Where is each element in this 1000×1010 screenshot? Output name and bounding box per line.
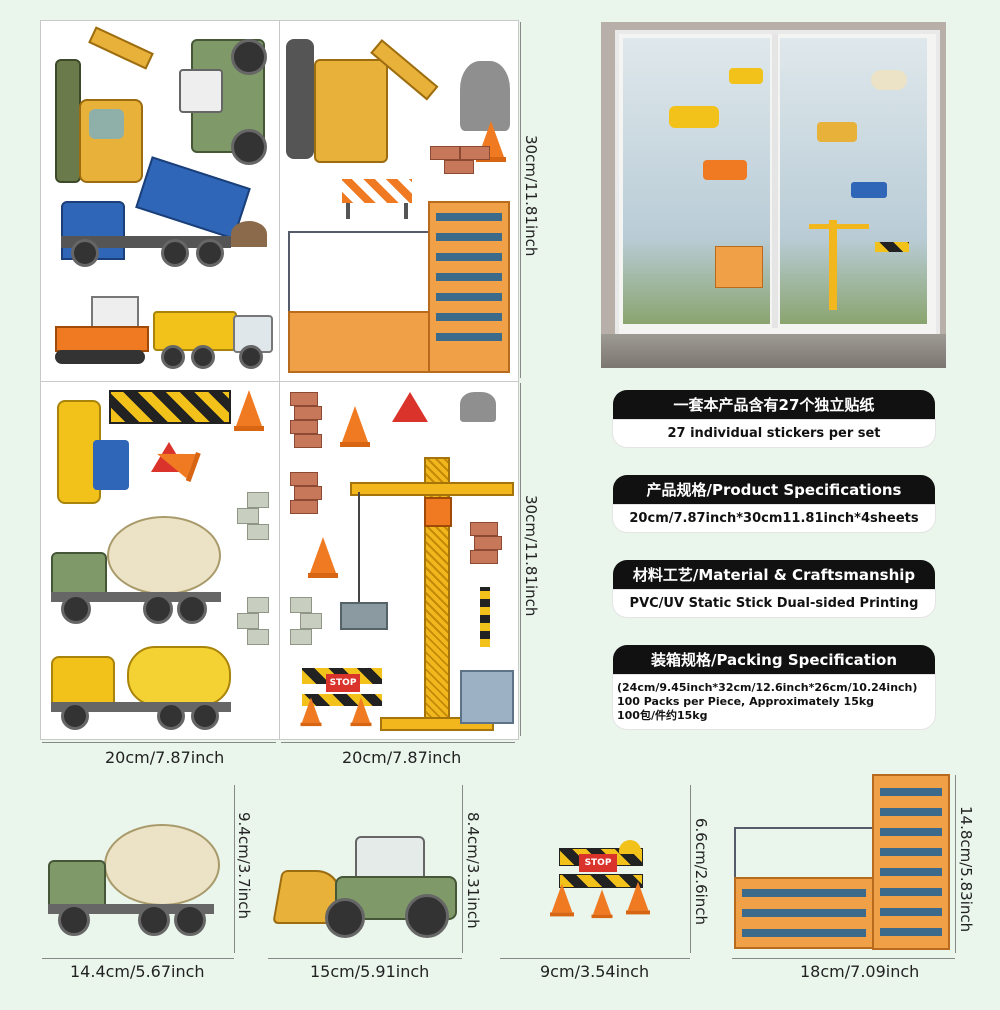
- stone-blocks-sticker: [460, 670, 514, 724]
- rubble-pile-sticker: [460, 392, 496, 422]
- dimension-line: [268, 958, 462, 959]
- left-sheet-width: 20cm/7.87inch: [105, 748, 225, 767]
- stop-sign-label: STOP: [579, 854, 617, 872]
- stop-barrier-sticker: STOP: [298, 662, 398, 732]
- spec-title: 装箱规格/Packing Specification: [613, 645, 935, 675]
- window-preview-image: [601, 22, 946, 368]
- spec-title: 材料工艺/Material & Craftsmanship: [613, 560, 935, 590]
- cone-sticker: [234, 390, 264, 431]
- sample-height: 14.8cm/5.83inch: [957, 806, 975, 933]
- spec-body: PVC/UV Static Stick Dual-sided Printing: [613, 590, 935, 617]
- crane-truck-sticker: [286, 29, 446, 179]
- sample-height: 9.4cm/3.7inch: [235, 812, 253, 920]
- spec-product-specifications: 产品规格/Product Specifications 20cm/7.87inc…: [613, 475, 935, 532]
- rubble-pile-sticker: [460, 61, 510, 131]
- spec-stickers-count: 一套本产品含有27个独立贴纸 27 individual stickers pe…: [613, 390, 935, 447]
- green-truck-sticker: [171, 29, 271, 179]
- dimension-line: [955, 775, 956, 953]
- spec-body: 20cm/7.87inch*30cm11.81inch*4sheets: [613, 505, 935, 532]
- spec-material: 材料工艺/Material & Craftsmanship PVC/UV Sta…: [613, 560, 935, 617]
- stone-blocks-sticker: [237, 597, 271, 647]
- dimension-line: [281, 742, 515, 743]
- spec-packing: 装箱规格/Packing Specification (24cm/9.45inc…: [613, 645, 935, 729]
- work-sign-sticker: [392, 392, 428, 422]
- spec-body: (24cm/9.45inch*32cm/12.6inch*26cm/10.24i…: [613, 675, 935, 729]
- cone-sticker: [152, 441, 196, 479]
- sample-building: [732, 772, 950, 950]
- warning-barrier-sticker: [109, 390, 231, 424]
- cement-mixer-sticker: [47, 512, 227, 627]
- sticker-sheet-bottom-right: STOP: [279, 381, 519, 740]
- dimension-line: [42, 742, 276, 743]
- sample-width: 9cm/3.54inch: [540, 962, 650, 981]
- road-roller-sticker: [47, 390, 132, 505]
- water-tanker-sticker: [47, 642, 257, 732]
- dimension-line: [42, 958, 234, 959]
- stone-blocks-sticker: [237, 492, 271, 542]
- bricks-sticker: [430, 146, 490, 176]
- blue-dump-truck-sticker: [51, 156, 271, 271]
- warning-post-sticker: [480, 587, 490, 647]
- dimension-line: [520, 22, 521, 378]
- sample-cement-mixer: [44, 820, 220, 940]
- building-sticker: [288, 201, 513, 376]
- yellow-dump-truck-sticker: [151, 301, 273, 376]
- barricade-sticker: [342, 169, 412, 219]
- bricks-sticker: [290, 472, 322, 532]
- dimension-line: [520, 383, 521, 736]
- sample-width: 15cm/5.91inch: [310, 962, 430, 981]
- excavator-sticker: [49, 26, 159, 199]
- sample-width: 18cm/7.09inch: [800, 962, 920, 981]
- cone-sticker: [340, 406, 370, 447]
- stop-sign-label: STOP: [326, 674, 360, 692]
- sticker-sheet-top-left: [40, 20, 280, 382]
- orange-tracked-vehicle-sticker: [51, 286, 151, 371]
- sticker-sheet-top-right: [279, 20, 519, 382]
- bottom-sheet-height: 30cm/11.81inch: [522, 495, 540, 617]
- spec-body: 27 individual stickers per set: [613, 420, 935, 447]
- tower-crane-sticker: [340, 437, 514, 732]
- sample-bulldozer: [272, 830, 460, 940]
- sample-height: 6.6cm/2.6inch: [692, 818, 710, 926]
- right-sheet-width: 20cm/7.87inch: [342, 748, 462, 767]
- spec-line: 100 Packs per Piece, Approximately 15kg: [617, 695, 875, 708]
- spec-line: 100包/件约15kg: [617, 709, 708, 722]
- sample-width: 14.4cm/5.67inch: [70, 962, 205, 981]
- dimension-line: [462, 785, 463, 953]
- spec-title: 产品规格/Product Specifications: [613, 475, 935, 505]
- dimension-line: [234, 785, 235, 953]
- spec-title: 一套本产品含有27个独立贴纸: [613, 390, 935, 420]
- bricks-sticker: [470, 522, 502, 582]
- spec-line: (24cm/9.45inch*32cm/12.6inch*26cm/10.24i…: [617, 681, 918, 694]
- dimension-line: [732, 958, 955, 959]
- sticker-sheet-bottom-left: [40, 381, 280, 740]
- sample-height: 8.4cm/3.31inch: [464, 812, 482, 929]
- top-sheet-height: 30cm/11.81inch: [522, 135, 540, 257]
- stone-blocks-sticker: [290, 597, 324, 647]
- cone-sticker: [308, 537, 338, 578]
- dimension-line: [690, 785, 691, 953]
- bricks-sticker: [290, 392, 322, 452]
- sample-stop-barrier: STOP: [545, 840, 660, 920]
- dimension-line: [500, 958, 690, 959]
